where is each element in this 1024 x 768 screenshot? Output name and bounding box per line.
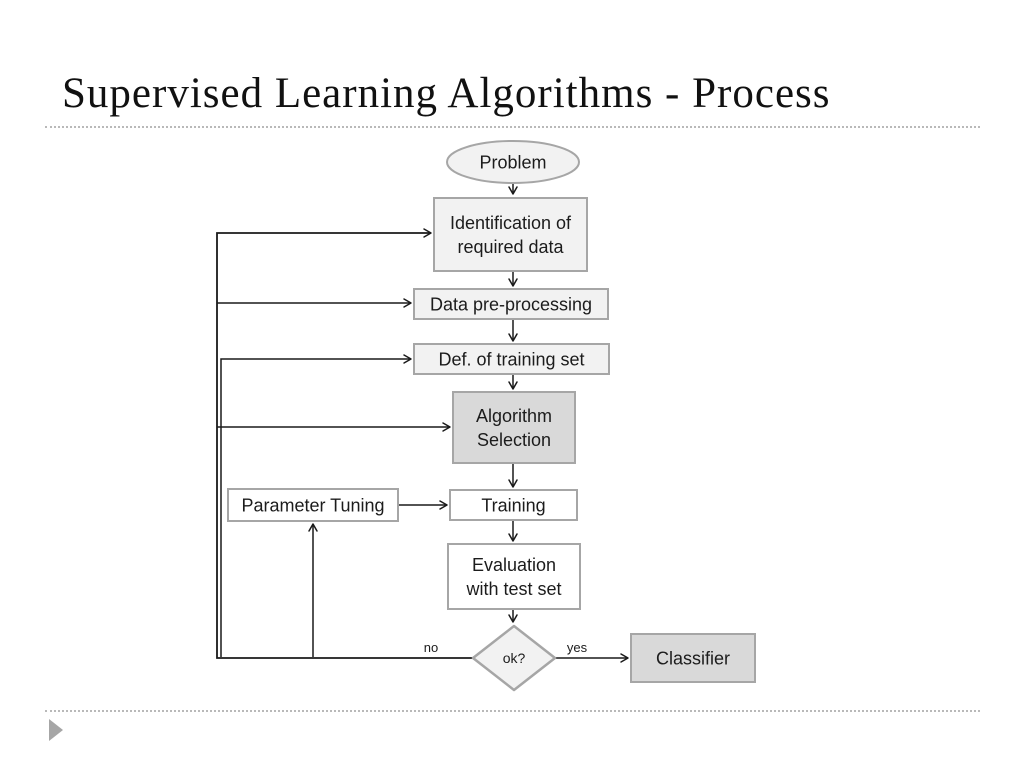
node-training: Training: [449, 489, 578, 521]
node-label-data-pre-processing: Data pre-processing: [430, 294, 592, 314]
node-problem: Problem: [446, 140, 580, 184]
node-ok-decision: ok?: [471, 624, 557, 692]
slide-title: Supervised Learning Algorithms - Process: [62, 70, 831, 117]
title-divider-dotted-line: [45, 126, 980, 128]
node-label-def-of-training-set: Def. of training set: [438, 349, 584, 369]
node-label-classifier: Classifier: [656, 648, 730, 668]
node-label-problem: Problem: [479, 152, 546, 172]
edge-label-yes: yes: [567, 640, 588, 655]
footer-divider-dotted-line: [45, 710, 980, 712]
node-label-ok-decision: ok?: [503, 650, 526, 666]
node-label-training: Training: [481, 495, 545, 515]
node-parameter-tuning: Parameter Tuning: [227, 488, 399, 522]
edge-decision-no-loop-to-identification: [216, 228, 473, 659]
play-triangle-icon: [49, 719, 63, 741]
node-data-pre-processing: Data pre-processing: [413, 288, 609, 320]
edge-label-no: no: [424, 640, 438, 655]
node-label-parameter-tuning: Parameter Tuning: [241, 495, 384, 515]
node-classifier: Classifier: [630, 633, 756, 683]
edge-loop-to-def-of-training-set: [220, 354, 412, 657]
node-def-of-training-set: Def. of training set: [413, 343, 610, 375]
